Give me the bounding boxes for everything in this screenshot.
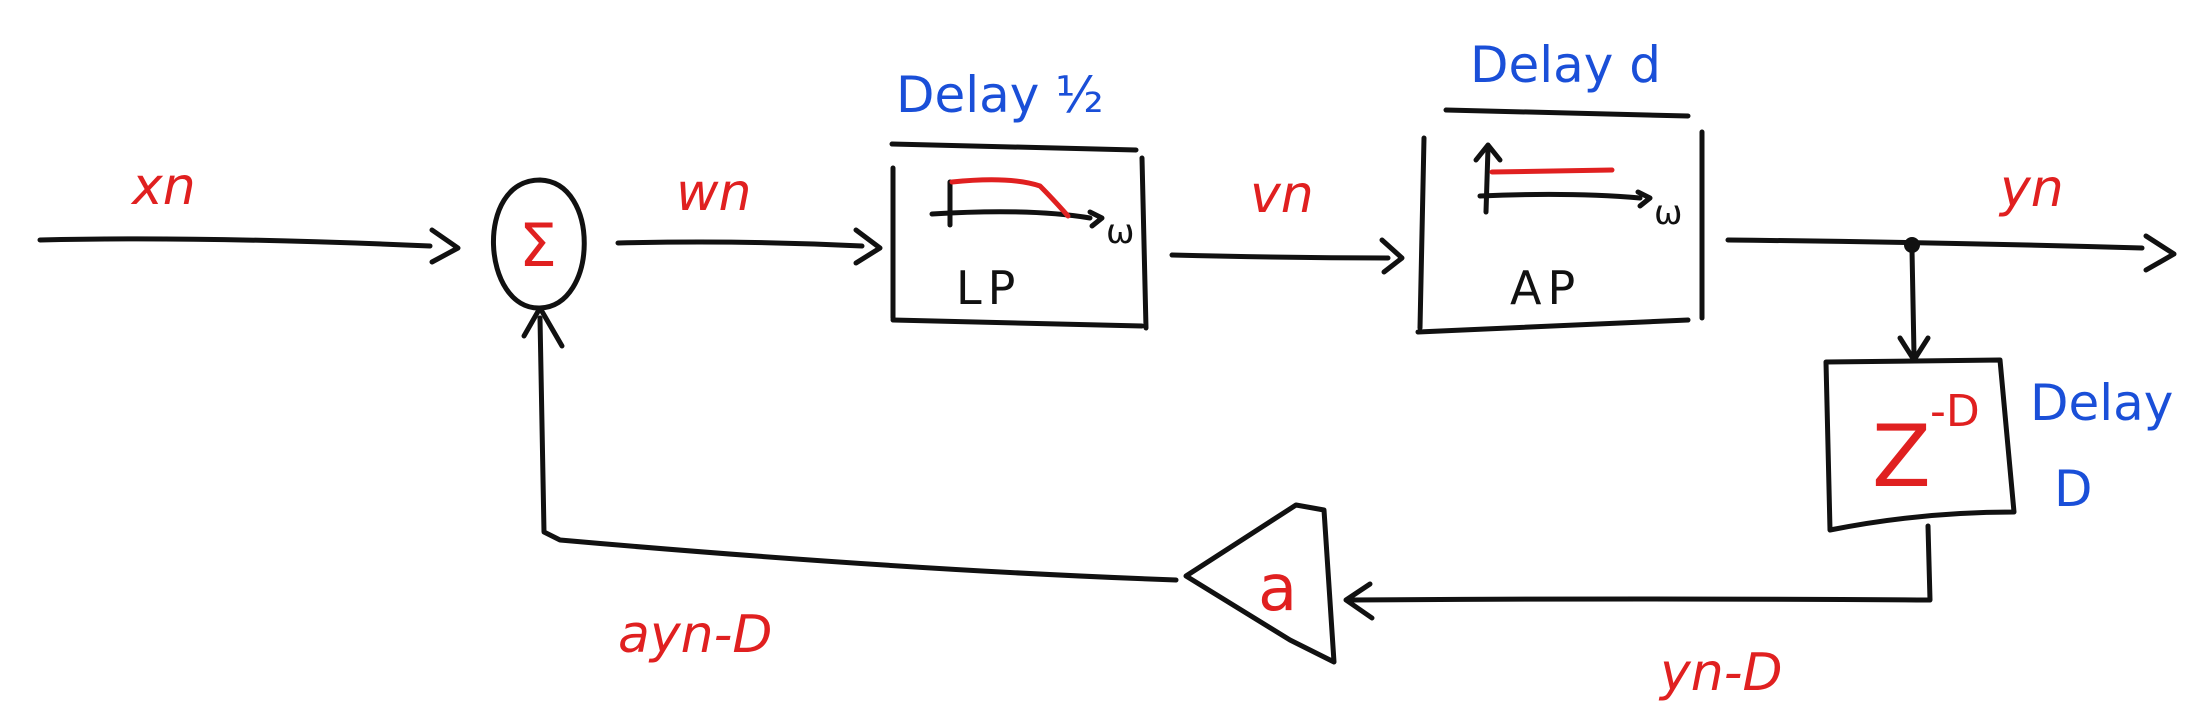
w-line [615,239,865,249]
v-arrowhead [1379,237,1405,275]
ap-delay-annotation: Delay d [1470,36,1661,94]
branch-point [1904,237,1920,253]
signal-y-label: yn [1998,159,2064,219]
signal-v-label: vn [1250,165,1314,225]
input-line [37,236,433,249]
signal-feedback-label: ayn-D [618,605,772,665]
delay-z-block [1823,357,2017,533]
signal-y-delayed-label: yn-D [1658,643,1783,703]
gain-triangle [1183,502,1337,665]
branch-down-line [1909,247,1917,357]
delay-z-exponent: -D [1930,386,1980,437]
input-arrowhead [429,227,461,265]
z-delay-annotation-line2: D [2054,460,2093,518]
gain-symbol: a [1258,552,1297,626]
signal-w-label: wn [676,163,752,223]
lp-delay-annotation: Delay ½ [896,66,1104,124]
lp-label: LP [956,261,1021,315]
ap-omega: ω [1654,193,1682,233]
delay-z-symbol: Z [1872,407,1931,507]
lowpass-block [889,141,1149,331]
sum-symbol: Σ [519,211,557,281]
feedback-arrowhead [521,305,565,349]
ap-label: AP [1510,261,1581,315]
lp-omega: ω [1106,212,1134,252]
output-arrowhead [2143,233,2177,273]
v-line [1169,252,1391,261]
allpass-block [1415,107,1705,335]
output-line [1725,237,2145,251]
delayed-output-arrowhead [1343,581,1375,621]
delayed-output-line [1347,523,1933,603]
w-arrowhead [853,227,883,266]
z-delay-annotation-line1: Delay [2030,374,2173,432]
signal-x-label: xn [130,157,196,217]
feedback-line [537,315,1179,583]
